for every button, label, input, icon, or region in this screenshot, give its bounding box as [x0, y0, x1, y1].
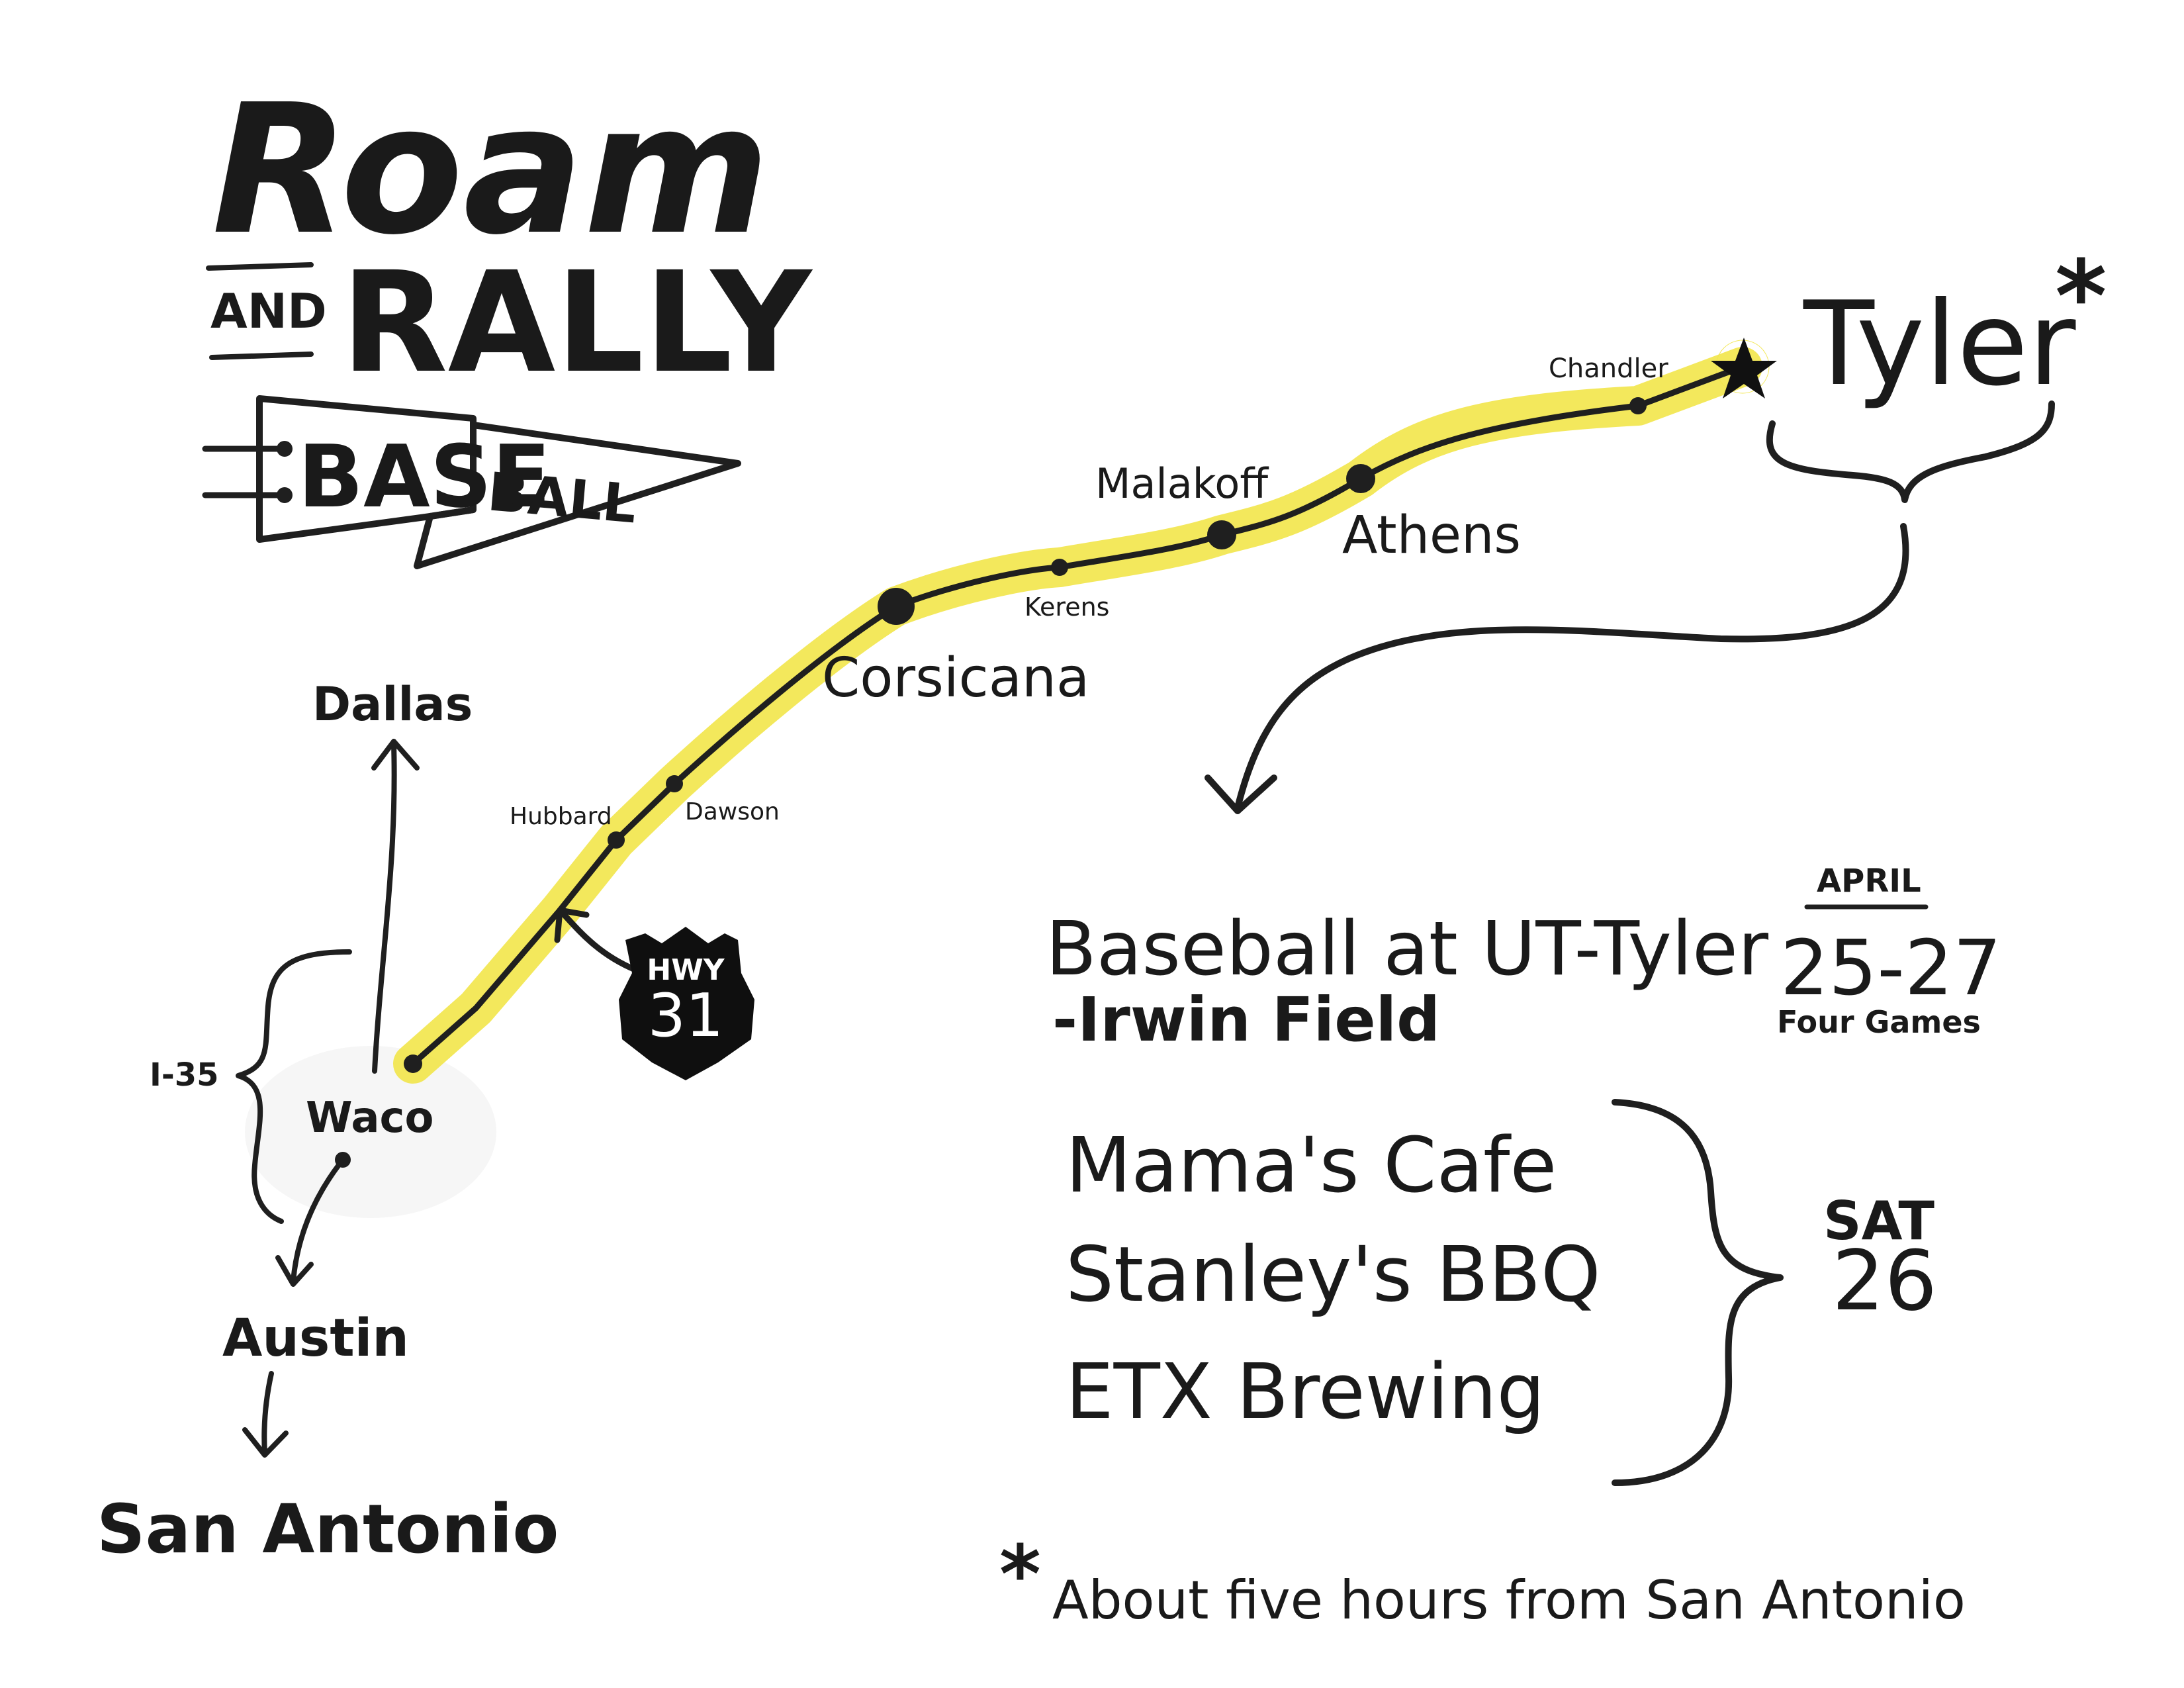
tyler-asterisk: *: [2055, 240, 2107, 355]
highway-sign-label: HWY: [647, 953, 725, 987]
town-markers: [404, 397, 1647, 1073]
logo-and: AND: [210, 283, 327, 339]
label-san-antonio: San Antonio: [97, 1490, 559, 1569]
logo: Roam AND RALLY BASE BALL: [202, 66, 813, 569]
route-line: [410, 363, 1746, 1067]
stop-item: ETX Brewing: [1066, 1348, 1545, 1436]
stops-brace: [1612, 1099, 1784, 1486]
footnote-asterisk: *: [999, 1529, 1041, 1621]
i35-brace: [236, 949, 352, 1224]
stop-item: Stanley's BBQ: [1066, 1231, 1601, 1319]
stop-item: Mama's Cafe: [1066, 1121, 1557, 1210]
highway-31-shield: HWY 31: [554, 907, 754, 1080]
footnote-text: About five hours from San Antonio: [1052, 1570, 1966, 1631]
label-i35: I-35: [150, 1056, 219, 1094]
logo-ball: BALL: [485, 461, 639, 535]
event-month: APRIL: [1817, 863, 1921, 900]
arrow-to-austin: [275, 1157, 345, 1287]
label-dallas: Dallas: [312, 677, 473, 731]
arrow-to-event: [1205, 523, 1909, 814]
event-games: Four Games: [1777, 1004, 1981, 1040]
pennant-icon: [202, 395, 741, 569]
arrow-to-dallas: [371, 739, 420, 1074]
event-venue: -Irwin Field: [1052, 984, 1440, 1055]
label-tyler: Tyler: [1803, 277, 2075, 412]
event-title: Baseball at UT-Tyler: [1046, 906, 1769, 992]
stops-date: 26: [1832, 1233, 1937, 1329]
label-athens: Athens: [1342, 506, 1521, 565]
logo-roam: Roam: [212, 66, 770, 274]
logo-rally: RALLY: [341, 242, 813, 404]
label-dawson: Dawson: [685, 798, 780, 825]
label-kerens: Kerens: [1024, 592, 1109, 622]
arrow-to-san-antonio: [242, 1371, 289, 1458]
logo-base: BASE: [298, 426, 551, 527]
waco-smudge: [245, 1046, 496, 1218]
tyler-brace: [1766, 400, 2055, 503]
label-malakoff: Malakoff: [1095, 459, 1269, 508]
stops-day: SAT: [1823, 1190, 1934, 1252]
label-waco: Waco: [306, 1094, 433, 1143]
highway-sign-number: 31: [648, 981, 724, 1051]
label-chandler: Chandler: [1549, 353, 1668, 384]
event-dates: 25-27: [1780, 924, 2001, 1013]
label-corsicana: Corsicana: [822, 647, 1089, 710]
label-hubbard: Hubbard: [510, 803, 612, 830]
star-icon: [1711, 338, 1777, 399]
label-austin: Austin: [222, 1309, 409, 1368]
